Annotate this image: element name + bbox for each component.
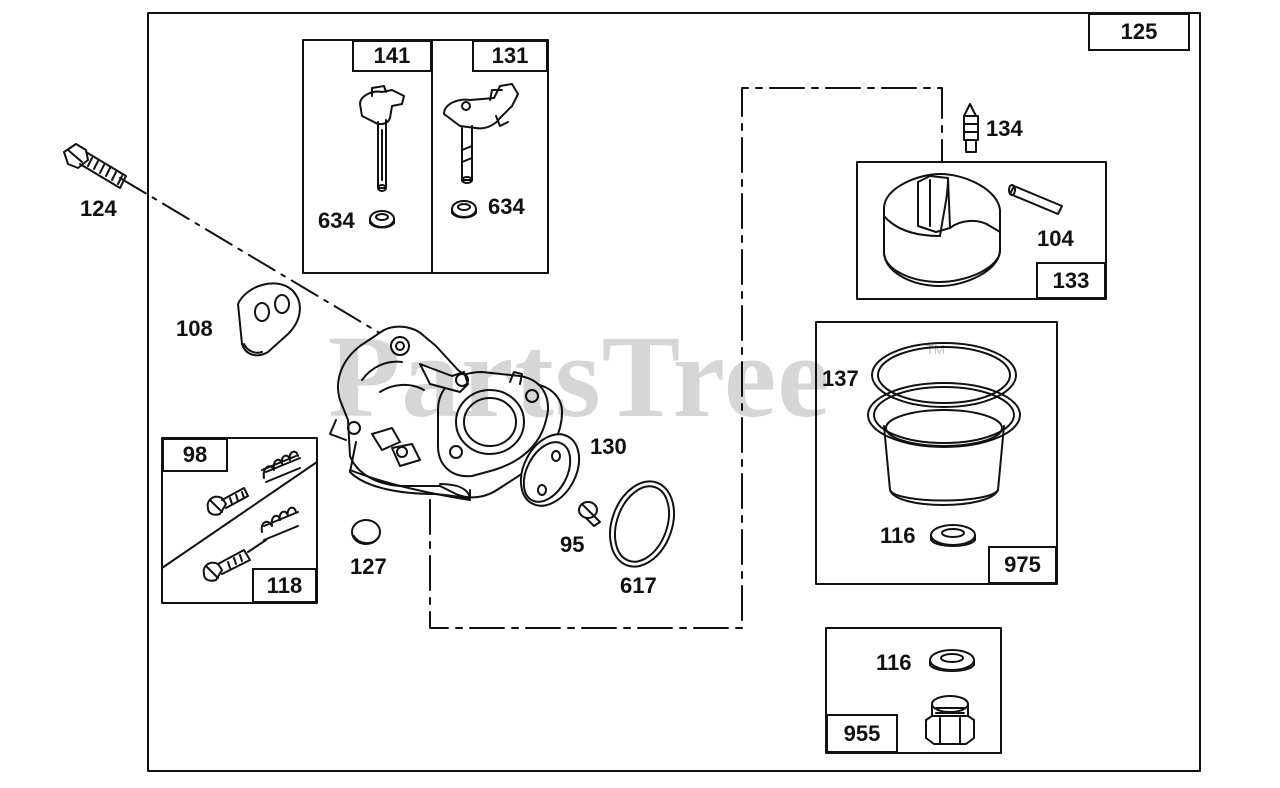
washer-634b-art bbox=[451, 200, 477, 219]
washer-634a-art bbox=[369, 210, 395, 229]
screw-124-art bbox=[63, 143, 127, 189]
watermark: PartsTree bbox=[328, 311, 831, 442]
kit-tag-133: 133 bbox=[1036, 262, 1106, 299]
pin-104-art bbox=[1008, 184, 1063, 215]
bowl-975-art bbox=[867, 342, 1021, 506]
part-label-617: 617 bbox=[620, 573, 657, 598]
kit-tag-118: 118 bbox=[252, 568, 317, 603]
part-label-124: 124 bbox=[80, 196, 117, 221]
washer-116a-art bbox=[930, 524, 976, 547]
part-label-137: 137 bbox=[822, 366, 859, 391]
kit-133-box bbox=[856, 161, 1107, 300]
spring-118-art bbox=[260, 506, 299, 541]
spring-98-art bbox=[261, 450, 301, 483]
gasket-130-art bbox=[519, 433, 581, 507]
part-label-116-bowl: 116 bbox=[880, 523, 916, 548]
bolt-955-art bbox=[925, 695, 975, 745]
part-label-116-drain: 116 bbox=[876, 650, 912, 675]
plate-108-art bbox=[237, 282, 301, 357]
kit-141-131-box bbox=[302, 39, 549, 274]
part-label-127: 127 bbox=[350, 554, 387, 579]
part-label-634-left: 634 bbox=[318, 208, 355, 233]
assembly-frame bbox=[147, 12, 1201, 772]
kit-975-box bbox=[815, 321, 1058, 585]
kit-98-118-box bbox=[161, 437, 318, 604]
part-label-634-right: 634 bbox=[488, 194, 525, 219]
watermark-trademark: TM bbox=[926, 342, 945, 357]
washer-116b-art bbox=[929, 649, 975, 672]
oring-617-art bbox=[609, 480, 675, 568]
part-label-134: 134 bbox=[986, 116, 1023, 141]
part-141-art bbox=[359, 85, 405, 192]
kit-955-box bbox=[825, 627, 1002, 754]
needle-118-art bbox=[202, 539, 267, 582]
float-133-art bbox=[883, 173, 1001, 287]
assembly-tag-125: 125 bbox=[1088, 13, 1190, 51]
part-label-108: 108 bbox=[176, 316, 213, 341]
plug-127-art bbox=[351, 519, 381, 545]
kit-tag-131: 131 bbox=[472, 40, 548, 72]
bowl-leader-line bbox=[429, 87, 943, 629]
kit-tag-975: 975 bbox=[988, 546, 1057, 584]
needle-134-art bbox=[963, 103, 979, 153]
part-label-130: 130 bbox=[590, 434, 627, 459]
screw-98-art bbox=[206, 487, 249, 516]
screw-95-art bbox=[578, 501, 601, 527]
screw-leader-line bbox=[119, 177, 399, 345]
kit-tag-98: 98 bbox=[162, 438, 228, 472]
carburetor-body-art bbox=[329, 325, 563, 501]
part-label-95: 95 bbox=[560, 532, 585, 557]
part-label-104: 104 bbox=[1037, 226, 1074, 251]
part-131-art bbox=[443, 83, 519, 184]
kit-tag-955: 955 bbox=[826, 714, 898, 753]
kit-tag-141: 141 bbox=[352, 40, 432, 72]
